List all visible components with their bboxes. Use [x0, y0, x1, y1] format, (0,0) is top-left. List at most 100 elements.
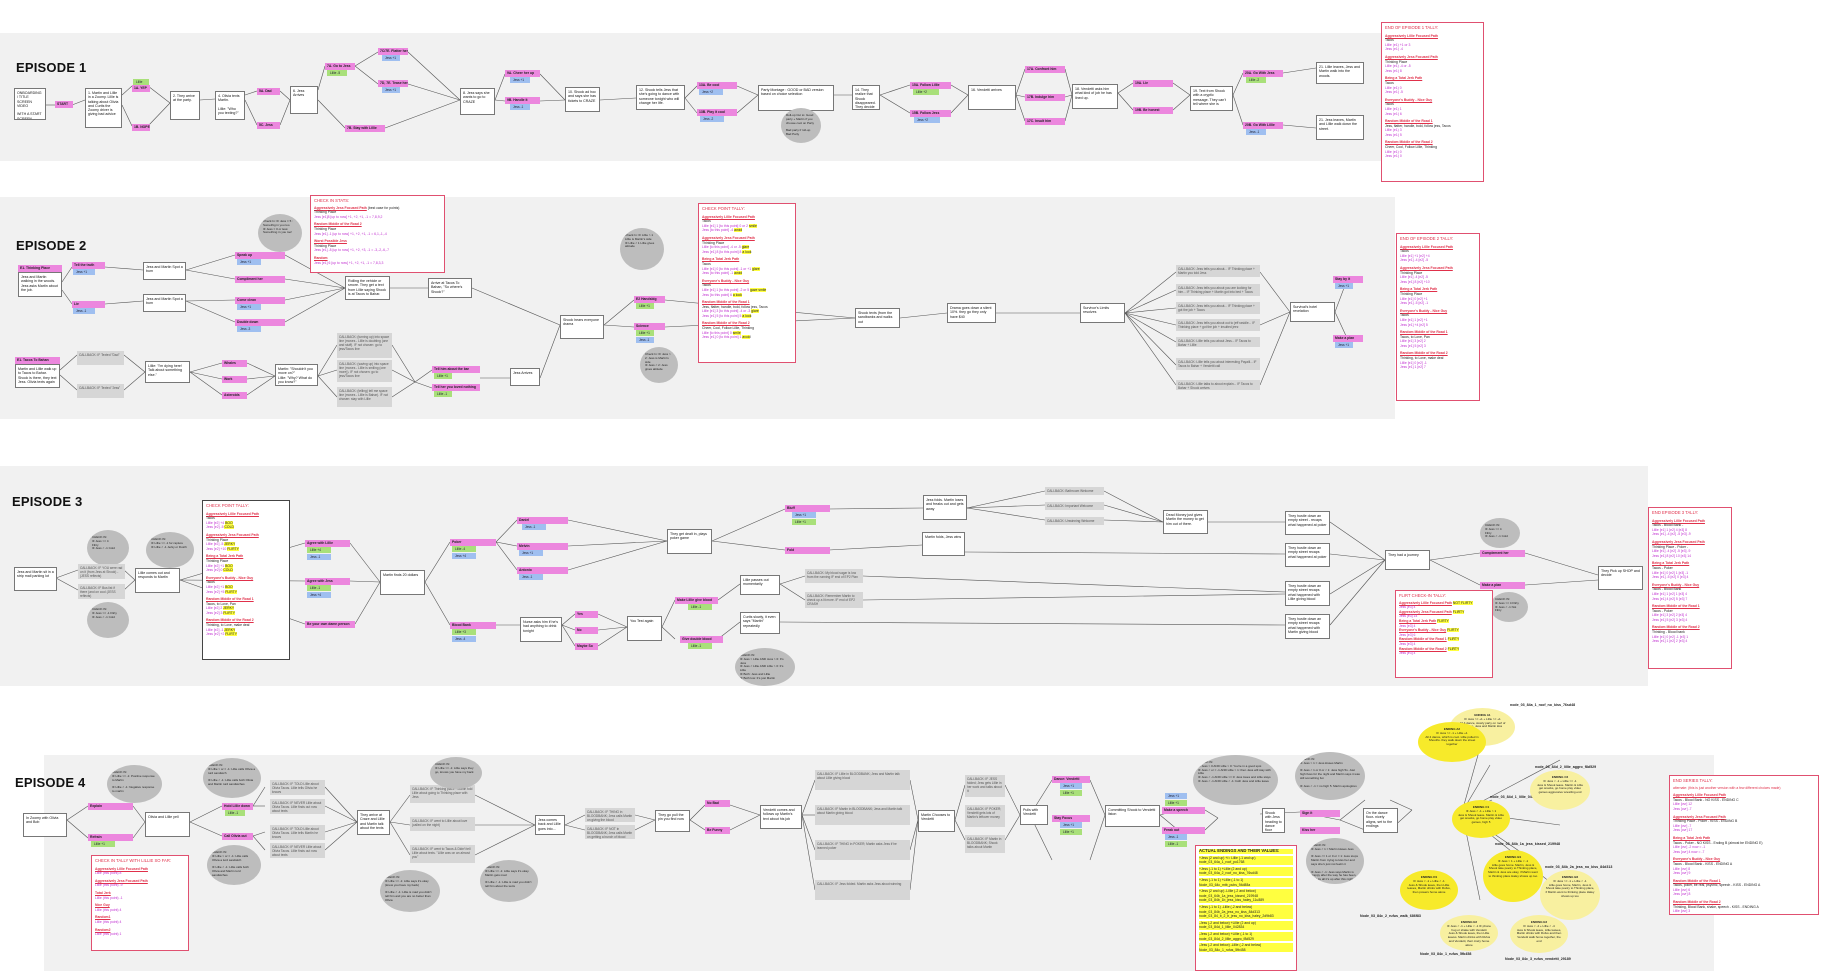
node-hustle-1[interactable]: They hustle down an empty street recaps …: [1285, 543, 1330, 567]
node-shook-texts[interactable]: Shook texts (from the sandbanks and walk…: [855, 308, 900, 328]
choice-refrain[interactable]: Refrain: [88, 834, 133, 841]
node-jess-folds[interactable]: Jess folds. Martin loses and freaks out …: [923, 495, 967, 520]
choice-agree-jess[interactable]: Agree with Jess: [305, 578, 350, 585]
choice-poker[interactable]: Poker: [450, 539, 496, 546]
node-pulls-vendetti[interactable]: Pulls with Vendetti: [1020, 805, 1048, 825]
node-thinking[interactable]: Jess and Martin walking in the woods. Je…: [18, 272, 62, 297]
node-jess-arrives[interactable]: Jess Arrives: [510, 368, 540, 386]
node-8[interactable]: 8. Jess says she wants to go to CRAZE: [460, 88, 495, 115]
choice-blood-bank[interactable]: Blood Bank: [450, 622, 496, 629]
node-arrive-tacos[interactable]: Arrive at Tacos To Bahan, "So where's Sh…: [428, 278, 472, 298]
choice-double-down[interactable]: Double down: [235, 319, 285, 326]
choice-7a[interactable]: 7A. Go to Jess: [325, 63, 355, 70]
choice-be-funny[interactable]: Be Funny: [705, 827, 730, 834]
node-6[interactable]: 6. Jess Arrives: [290, 86, 318, 114]
choice-stay-focus[interactable]: Stay Focus: [1052, 815, 1090, 822]
node-martin-finds[interactable]: Martin finds 20 dollars: [380, 570, 425, 595]
choice-15b[interactable]: 15B. Follow Jess: [910, 110, 951, 117]
node-dealt-in[interactable]: They get dealt in, plays poker game: [667, 529, 712, 554]
node-survival[interactable]: Survival's hotel revelation: [1290, 302, 1335, 322]
start-choice[interactable]: START: [55, 101, 73, 108]
node-10[interactable]: 10. Shook ad hoc and says she has ticket…: [565, 87, 600, 112]
node-pull-pin[interactable]: They go pull the pin you find now: [655, 810, 690, 832]
choice-5c[interactable]: 5C. Jess: [257, 122, 280, 129]
choice-13b[interactable]: 13B. Play it cool: [697, 109, 737, 116]
node-drama[interactable]: Drama goes down a silent 10%. they go th…: [947, 303, 996, 323]
node-1[interactable]: 1. Martin and Lillie in a Zoomy. Lillie …: [85, 88, 122, 128]
choice-science[interactable]: Science: [634, 323, 665, 330]
choice-17a[interactable]: 17A. Confront him: [1025, 66, 1065, 73]
node-martin-question[interactable]: Martin: "Shouldn't you move on?" Lillie:…: [275, 364, 318, 386]
node-21a[interactable]: 21. Lillie leaves, Jess and Martin walk …: [1316, 62, 1364, 84]
choice-truth[interactable]: Tell the truth: [72, 262, 105, 269]
node-16[interactable]: 16. Vendetti arrives: [968, 85, 1016, 110]
choice-7b[interactable]: 7B. Stay with Lillie: [345, 125, 385, 132]
node-12[interactable]: 12. Shook tells Jess that she's going to…: [636, 85, 685, 110]
node-arrive-craze[interactable]: They arrive at Craze and Lillie and Mart…: [357, 810, 390, 835]
choice-agree-lillie[interactable]: Agree with Lillie: [305, 540, 350, 547]
node-21b[interactable]: 21. Jess leaves, Martin and Lillie walk …: [1316, 115, 1364, 140]
choice-19a[interactable]: 19A. Lie: [1133, 80, 1173, 87]
node-hustle-2[interactable]: They hustle down an empty street recaps …: [1285, 581, 1330, 606]
node-hustle-3[interactable]: They hustle down an empty street recaps …: [1285, 614, 1330, 639]
party-montage[interactable]: Party Montage : GOOD or BAD version base…: [758, 85, 834, 111]
choice-dance-vendetti[interactable]: Dance: Vendetti: [1052, 776, 1090, 783]
choice-maybe[interactable]: Maybe So: [575, 643, 598, 650]
node-dance-floor[interactable]: On the dance floor- nicely aligns, set t…: [1363, 808, 1398, 833]
node-14[interactable]: 14. They realize that Shook disappeared.…: [852, 85, 880, 110]
choice-daniel[interactable]: Daniel: [517, 517, 568, 524]
node-lillie-dying[interactable]: Lillie: "I'm dying here! Talk about some…: [145, 361, 190, 383]
node-lillie-comes[interactable]: Lillie comes out and responds to Martin: [135, 568, 180, 593]
choice-explain[interactable]: Explain: [88, 803, 133, 810]
choice-9b[interactable]: 9B. Handle it: [505, 97, 540, 104]
choice-20b[interactable]: 20B. Go With Lillie: [1243, 122, 1283, 129]
node-spot-bum-a[interactable]: Jess and Martin Spot a bum: [143, 262, 186, 280]
node-parking-lot[interactable]: Jess and Martin sit in a strip mall park…: [14, 567, 57, 591]
node-vendetti-follows[interactable]: Vendetti comes and follows up Martin's t…: [760, 805, 802, 829]
choice-call-olivia[interactable]: Call Olivia out: [222, 833, 253, 840]
node-2[interactable]: 2. They arrive at the party.: [170, 91, 200, 120]
choice-lie[interactable]: Lie: [72, 301, 105, 308]
node-martin-chooses[interactable]: Martin Chooses to Vendetti: [918, 810, 955, 832]
choice-yes[interactable]: Yes: [575, 611, 598, 618]
choice-bluff[interactable]: Bluff: [785, 505, 830, 512]
node-curtis[interactable]: Curtis slowly, it even says "Martin" rep…: [740, 612, 780, 634]
node-martin-folds[interactable]: Martin folds, Jess wins: [922, 532, 965, 556]
choice-15a[interactable]: 15A. Follow Lillie: [910, 82, 951, 89]
choice-1b[interactable]: 1B. NOPE: [132, 124, 150, 131]
node-jess-convo[interactable]: Jess comes back and Lillie goes into...: [535, 815, 565, 835]
choice-19b[interactable]: 19B. Be honest: [1133, 107, 1173, 114]
choice-17c[interactable]: 17C. Insult him: [1025, 118, 1065, 125]
choice-13a[interactable]: 13A. Be cool: [697, 82, 737, 89]
node-4[interactable]: 4. Olivia texts Martin. Lillie: "Who you…: [215, 91, 245, 120]
choice-antonio[interactable]: Antonio: [517, 567, 568, 574]
choice-5a[interactable]: 5A. Dad: [257, 88, 280, 95]
node-spot-bum-b[interactable]: Jess and Martin Spot a bum: [143, 294, 186, 312]
choice-kiss-her[interactable]: Kiss her: [1300, 827, 1340, 834]
choice-7c[interactable]: 7C/7E. Flatter her: [378, 48, 408, 55]
node-shook-dance[interactable]: Shook with Jess heading to dance floor: [1262, 808, 1285, 833]
choice-no-bad[interactable]: No Bad: [705, 800, 730, 807]
choice-7d[interactable]: 7D, 7E. Tease her: [378, 80, 408, 87]
choice-whales[interactable]: Whales: [222, 360, 247, 367]
node-19[interactable]: 19. Text from Shook with a cryptic messa…: [1190, 86, 1233, 111]
node-committing[interactable]: Committing Shook to Vendetti liston: [1105, 805, 1160, 827]
choice-1a[interactable]: 1A. YEP: [132, 85, 150, 92]
node-rolling[interactable]: Rolling the vehicle or smore. They get a…: [345, 276, 390, 300]
choice-make-plan[interactable]: Make a plan: [1333, 335, 1363, 342]
choice-make-a-plan[interactable]: Make a plan: [1480, 582, 1525, 589]
choice-tell-her[interactable]: Tell her you loved nothing: [432, 384, 480, 391]
choice-compliment[interactable]: Compliment her: [235, 276, 285, 283]
choice-fold[interactable]: Fold: [785, 547, 830, 554]
choice-9a[interactable]: 9A. Cheer her up: [505, 70, 540, 77]
choice-complement-her[interactable]: Complement her: [1480, 550, 1525, 557]
node-nurse[interactable]: Nurse asks him if he's had anything to d…: [520, 617, 562, 642]
node-dead-money[interactable]: Dead Money just gives Martin the money t…: [1163, 510, 1208, 534]
node-hustle-0[interactable]: They hustle down an empty street - recap…: [1285, 511, 1330, 535]
choice-melvin[interactable]: Melvin: [517, 543, 568, 550]
choice-17b[interactable]: 17B. Indulge him: [1025, 94, 1065, 101]
choice-no[interactable]: No: [575, 627, 598, 634]
node-18[interactable]: 18. Vendetti asks him what kind of job h…: [1072, 84, 1118, 109]
node-olivia-yell[interactable]: Olivia and Lillie yell: [145, 812, 190, 837]
choice-sign-it[interactable]: Sign it: [1300, 810, 1340, 817]
